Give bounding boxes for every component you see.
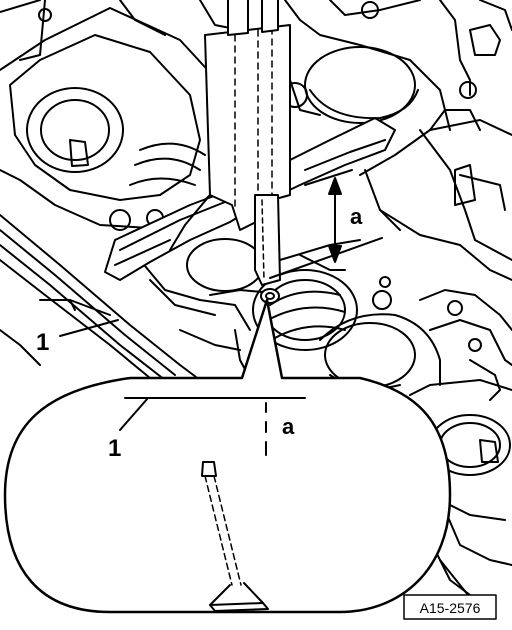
label-1-upper: 1 <box>36 329 49 356</box>
figure-code: A15-2576 <box>420 600 481 616</box>
depth-gauge-tool <box>104 0 396 304</box>
label-1-lower: 1 <box>108 435 121 462</box>
detail-content <box>119 397 306 612</box>
detail-magnifier-bubble <box>3 298 452 614</box>
callout-line-1-upper <box>59 319 119 337</box>
label-a-upper: a <box>350 204 363 229</box>
label-a-lower: a <box>282 414 295 439</box>
figure-code-box <box>403 594 497 620</box>
dimension-a-upper <box>269 169 383 279</box>
